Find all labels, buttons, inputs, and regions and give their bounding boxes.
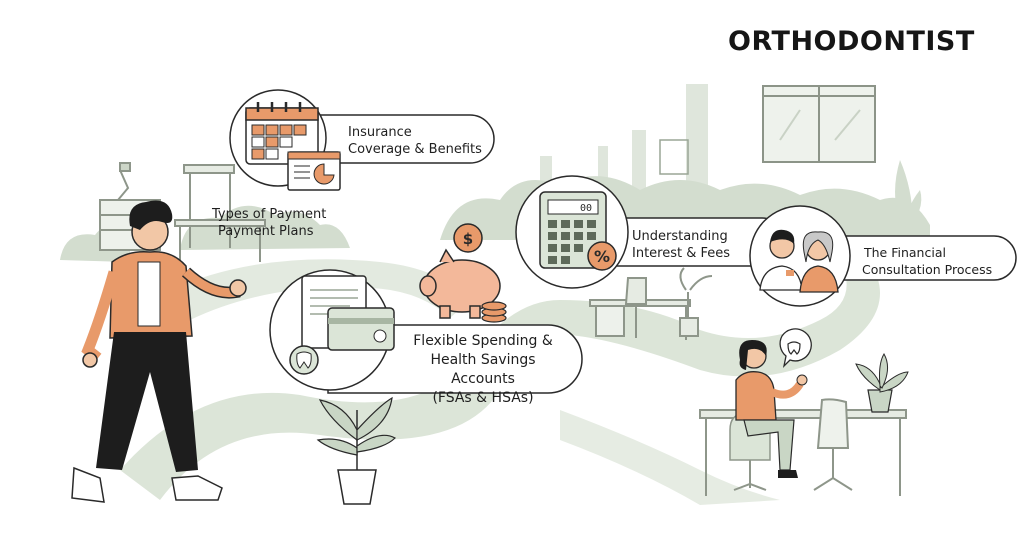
health-card-icon — [327, 307, 395, 351]
seated-woman — [729, 340, 808, 491]
insurance-bubble — [229, 89, 495, 191]
insurance-label: Insurance Coverage & Benefits — [348, 125, 482, 157]
fsa-hsa-bubble — [269, 269, 583, 394]
chair-right-icon — [813, 398, 853, 491]
people-icon — [759, 229, 839, 293]
consultation-bubble — [749, 205, 1017, 307]
piggy-bank-icon: $ — [419, 223, 507, 323]
consultation-label: The Financial Consultation Process — [862, 245, 993, 277]
consultation-desk — [699, 328, 909, 496]
calendar-icon — [245, 102, 319, 165]
middle-desk — [589, 267, 713, 340]
background-plant-right — [895, 160, 922, 232]
interest-label: Understanding Interest & Fees — [632, 229, 731, 261]
person-walking — [71, 200, 247, 503]
report-chart-icon — [287, 151, 341, 191]
plant-right-icon — [855, 353, 909, 413]
payment-plans-label: Types of Payment Payment Plans — [212, 207, 327, 239]
speech-bubble-tooth-icon — [779, 328, 812, 368]
calculator-display: 00 — [580, 203, 592, 214]
page-title: ORTHODONTIST — [728, 26, 975, 57]
interest-bubble: 00 % — [515, 175, 787, 289]
dollar-coin-icon: $ — [463, 230, 473, 248]
percent-icon: % — [594, 247, 610, 266]
potted-plant-left — [316, 396, 396, 505]
tooth-icon — [289, 345, 319, 375]
window-icon — [762, 85, 876, 163]
fsa-hsa-label: Flexible Spending & Health Savings Accou… — [413, 333, 553, 406]
